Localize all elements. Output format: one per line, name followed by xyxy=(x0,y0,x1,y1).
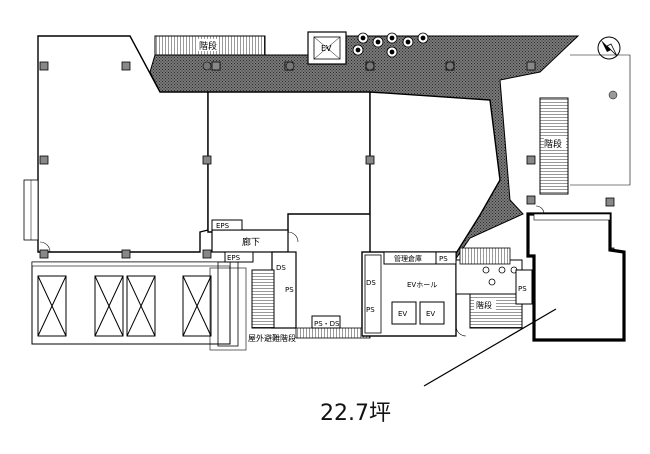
ps-ds-bottom-label: PS・DS xyxy=(314,320,340,328)
ev-1-label: EV xyxy=(398,310,407,318)
stairs-top-label: 階段 xyxy=(199,40,217,52)
stairs-core-label: 階段 xyxy=(476,300,492,310)
ps-left-label: PS xyxy=(285,286,294,294)
elevator-top-label: EV xyxy=(321,44,332,53)
stairs-right-label: 階段 xyxy=(544,138,562,150)
corridor-label: 廊下 xyxy=(242,236,260,248)
room-east xyxy=(369,91,501,256)
shaft-left xyxy=(271,251,297,329)
tree-icon xyxy=(352,32,429,58)
parking-area xyxy=(31,261,231,345)
ds-left-label: DS xyxy=(276,264,286,272)
ps-right-label: PS xyxy=(518,285,527,293)
ev-hall-label: EVホール xyxy=(407,281,437,289)
eps-lower-label: EPS xyxy=(227,254,241,262)
ps-core-label: PS xyxy=(366,306,375,314)
storage-label: 管理倉庫 xyxy=(394,254,422,263)
ev-2-label: EV xyxy=(426,310,435,318)
compass-icon xyxy=(597,36,621,60)
outdoor-stairs-label: 屋外避難階段 xyxy=(248,333,296,343)
ps-storage-label: PS xyxy=(439,255,448,263)
mechanical-panels xyxy=(37,275,212,337)
unit-area-label: 22.7坪 xyxy=(320,401,391,426)
highlighted-unit xyxy=(526,212,626,342)
eps-upper-label: EPS xyxy=(216,222,230,230)
ds-core-label: DS xyxy=(366,279,376,287)
area-leader-line xyxy=(423,308,557,387)
elevator-icon xyxy=(307,31,347,65)
room-center xyxy=(207,91,371,233)
